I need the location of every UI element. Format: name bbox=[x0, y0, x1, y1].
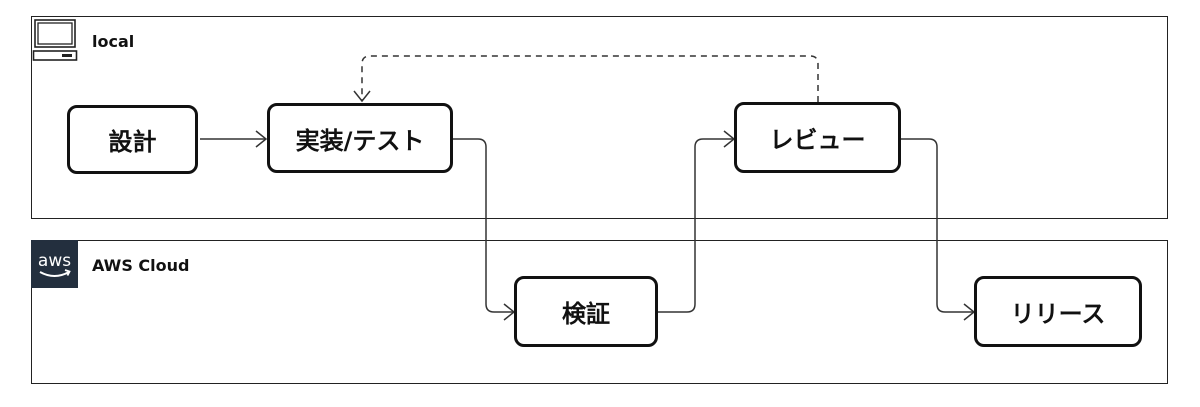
edge-verify-to-review bbox=[658, 138, 734, 313]
node-verify-label: 検証 bbox=[562, 300, 610, 328]
arrowhead-implement bbox=[255, 130, 268, 148]
node-review-label: レビュー bbox=[769, 126, 866, 154]
aws-cloud-group-label: AWS Cloud bbox=[92, 256, 190, 275]
node-release[interactable]: リリース bbox=[974, 276, 1142, 347]
node-design-label: 設計 bbox=[108, 128, 157, 156]
aws-cloud-group bbox=[31, 240, 1168, 384]
node-verify[interactable]: 検証 bbox=[514, 276, 658, 347]
node-implement-test[interactable]: 実装/テスト bbox=[267, 103, 453, 173]
node-review[interactable]: レビュー bbox=[734, 102, 901, 173]
local-group bbox=[31, 16, 1168, 219]
arrowhead-implement-feedback bbox=[353, 90, 371, 103]
aws-logo-text: aws bbox=[38, 251, 71, 271]
edge-implement-to-verify bbox=[453, 138, 514, 313]
edge-review-to-implement-feedback bbox=[361, 55, 819, 102]
node-design[interactable]: 設計 bbox=[67, 105, 198, 174]
laptop-icon bbox=[32, 17, 78, 63]
node-implement-test-label: 実装/テスト bbox=[295, 126, 425, 155]
aws-logo-icon: aws bbox=[31, 240, 78, 288]
node-release-label: リリース bbox=[1010, 300, 1106, 328]
local-group-label: local bbox=[92, 32, 135, 51]
edge-review-to-release bbox=[901, 138, 974, 313]
